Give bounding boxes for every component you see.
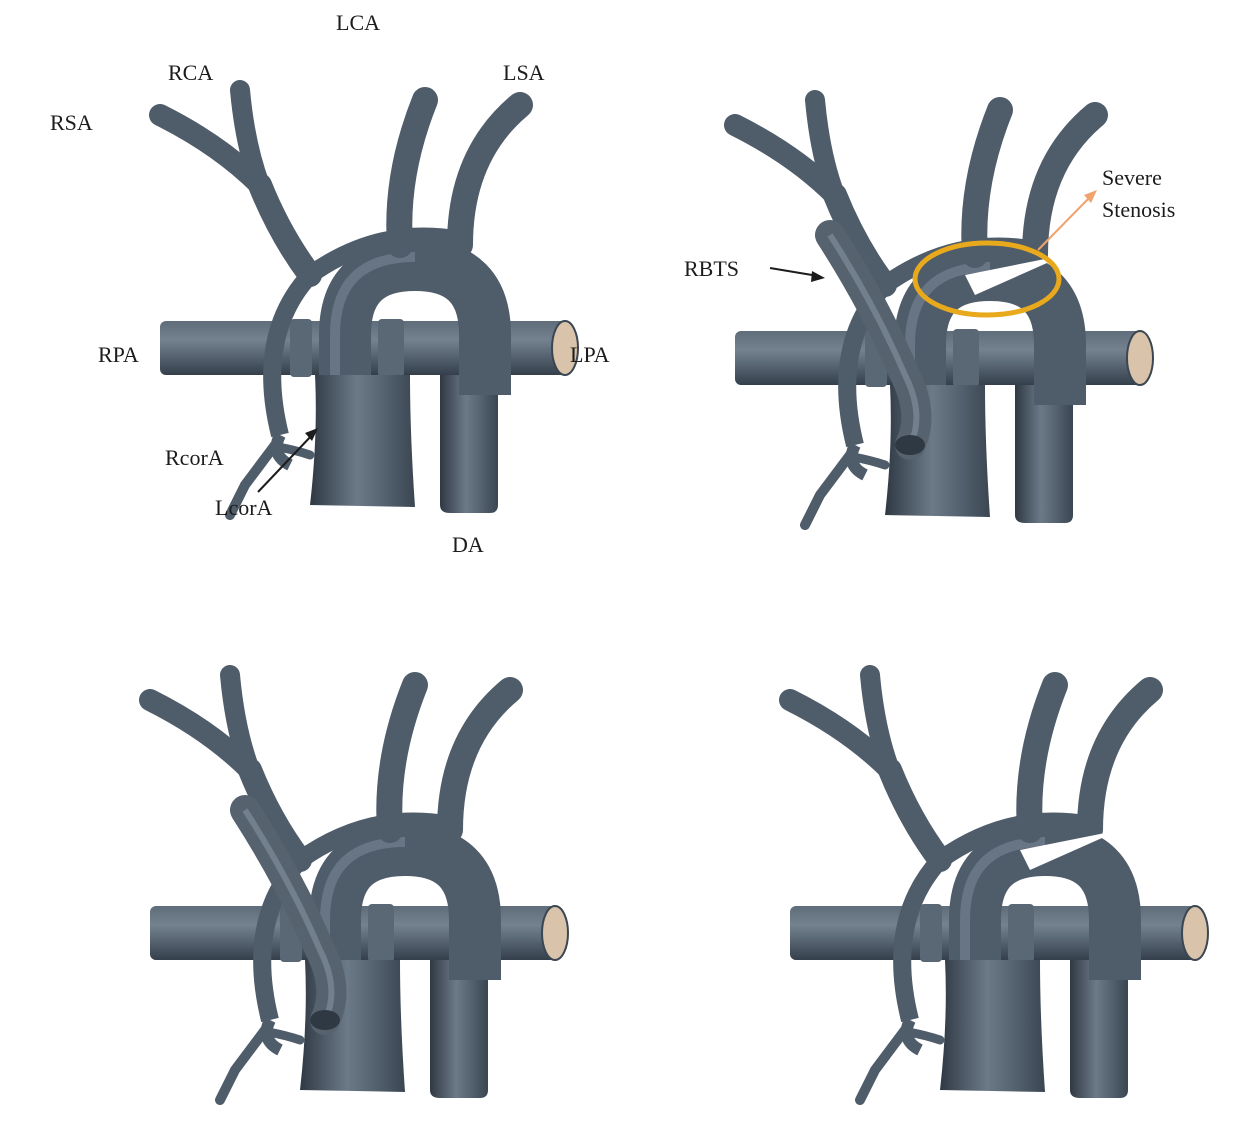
label-lcora: LcorA [215, 495, 273, 520]
label-lpa: LPA [570, 342, 610, 367]
label-rbts: RBTS [684, 256, 739, 281]
vascular-model-with-shunt [150, 675, 568, 1100]
label-lsa: LSA [503, 60, 545, 85]
label-rca: RCA [168, 60, 213, 85]
label-severe: Severe [1102, 165, 1162, 190]
panel-bottom-left [150, 675, 568, 1100]
label-rsa: RSA [50, 110, 93, 135]
label-lca: LCA [336, 10, 380, 35]
rbts-arrow [770, 268, 825, 282]
label-rpa: RPA [98, 342, 139, 367]
label-rcora: RcorA [165, 445, 224, 470]
label-da: DA [452, 532, 484, 557]
panel-top-left: LCA RCA LSA RSA RPA LPA RcorA LcorA DA [50, 10, 610, 557]
panel-top-right: Severe Stenosis RBTS [684, 100, 1175, 525]
vascular-model-with-shunt-and-stenosis [735, 100, 1153, 525]
panel-bottom-right [790, 675, 1208, 1100]
label-stenosis: Stenosis [1102, 197, 1175, 222]
vascular-model-with-stenosis [790, 675, 1208, 1100]
